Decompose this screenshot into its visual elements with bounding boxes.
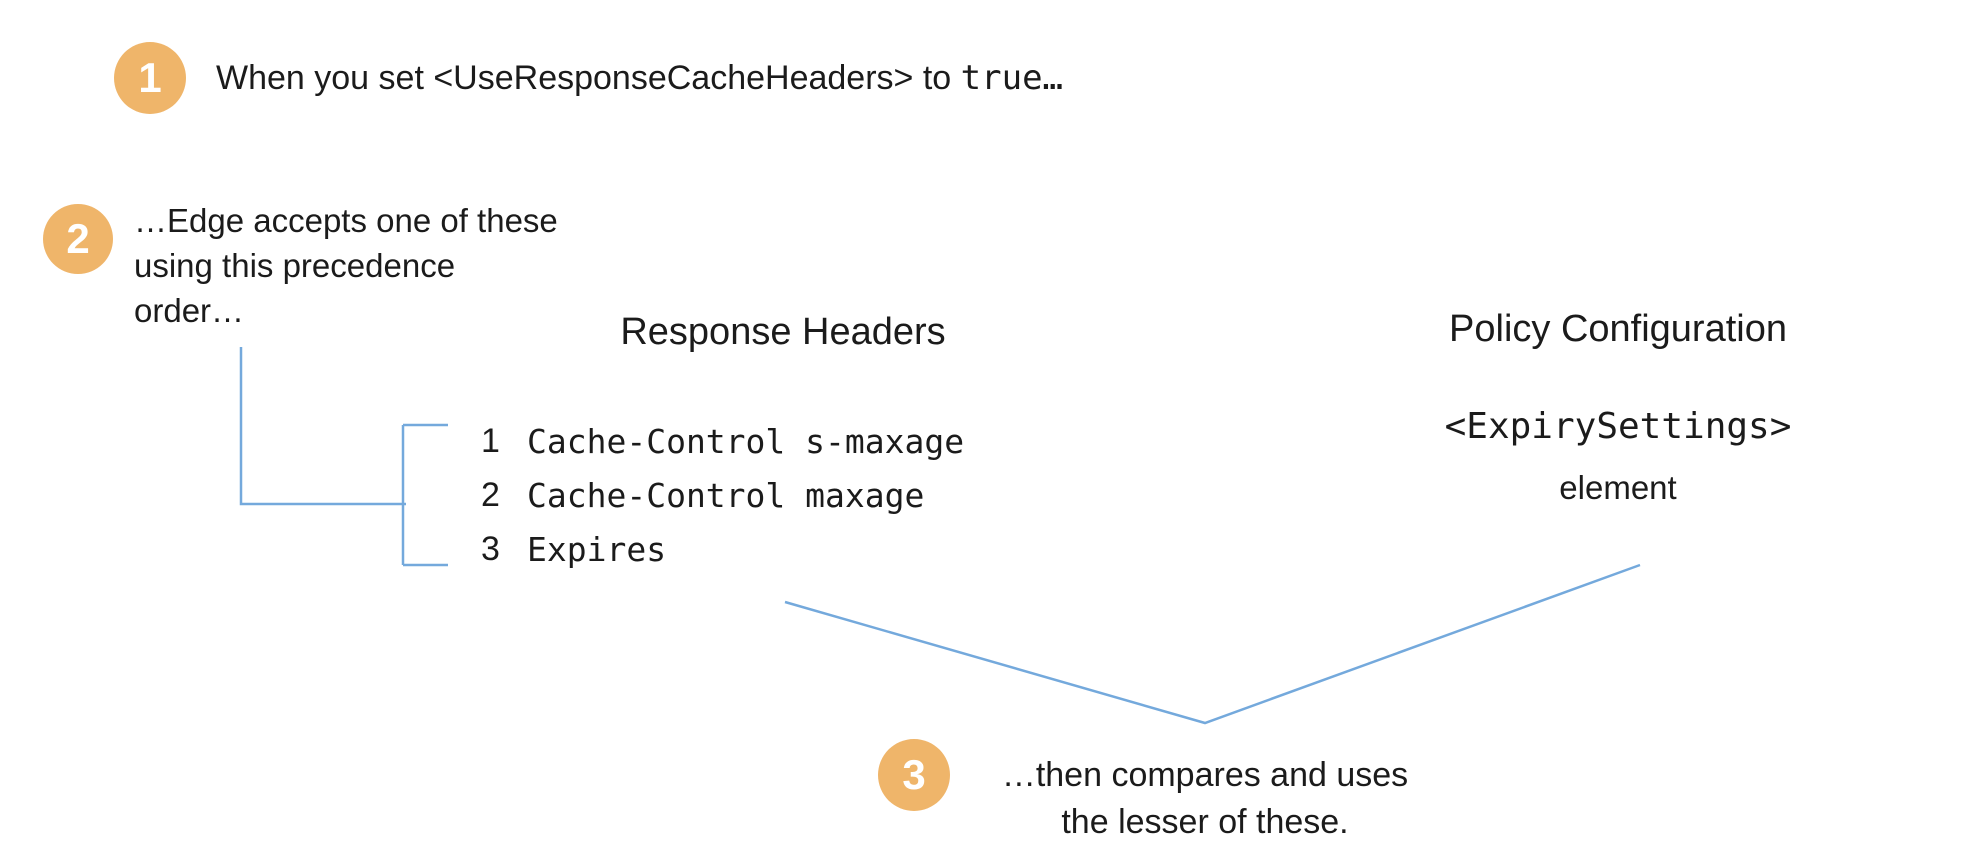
precedence-item: 1 Cache-Control s-maxage xyxy=(481,414,964,468)
step-2-line: using this precedence xyxy=(134,247,456,284)
step-1-number: 1 xyxy=(138,54,162,101)
precedence-value: Expires xyxy=(527,529,667,569)
precedence-rank: 3 xyxy=(481,529,500,568)
response-headers-heading: Response Headers xyxy=(620,311,946,353)
step-1-text: When you set <UseResponseCacheHeaders> t… xyxy=(216,59,961,97)
step-2-badge: 2 xyxy=(43,204,113,274)
compare-v-line xyxy=(784,563,1641,725)
precedence-item: 2 Cache-Control maxage xyxy=(481,468,964,522)
step-3-number: 3 xyxy=(902,751,926,798)
step-1-caption: When you set <UseResponseCacheHeaders> t… xyxy=(216,57,1063,99)
precedence-value: Cache-Control s-maxage xyxy=(527,421,965,461)
policy-configuration-heading: Policy Configuration xyxy=(1449,308,1787,350)
step-1-code-value: true… xyxy=(960,58,1064,98)
step-3-line: the lesser of these. xyxy=(1061,803,1349,841)
precedence-rank: 2 xyxy=(481,475,500,514)
expiry-settings-label: element xyxy=(1559,469,1677,506)
step-3-line: …then compares and uses xyxy=(1001,756,1409,794)
step-2-number: 2 xyxy=(66,215,90,262)
precedence-list: 1 Cache-Control s-maxage 2 Cache-Control… xyxy=(481,414,964,576)
step-2-line: order… xyxy=(134,292,245,329)
step-2-line: …Edge accepts one of these xyxy=(134,202,558,239)
step-3-badge: 3 xyxy=(878,739,950,811)
step-1-badge: 1 xyxy=(114,42,186,114)
precedence-item: 3 Expires xyxy=(481,522,964,576)
precedence-connector-line xyxy=(239,347,406,506)
expiry-settings-element: <ExpirySettings> xyxy=(1444,406,1792,447)
step-2-caption: …Edge accepts one of these using this pr… xyxy=(134,198,558,333)
step-3-caption: …then compares and uses the lesser of th… xyxy=(1002,752,1408,846)
precedence-rank: 1 xyxy=(481,421,500,460)
precedence-value: Cache-Control maxage xyxy=(527,475,925,515)
